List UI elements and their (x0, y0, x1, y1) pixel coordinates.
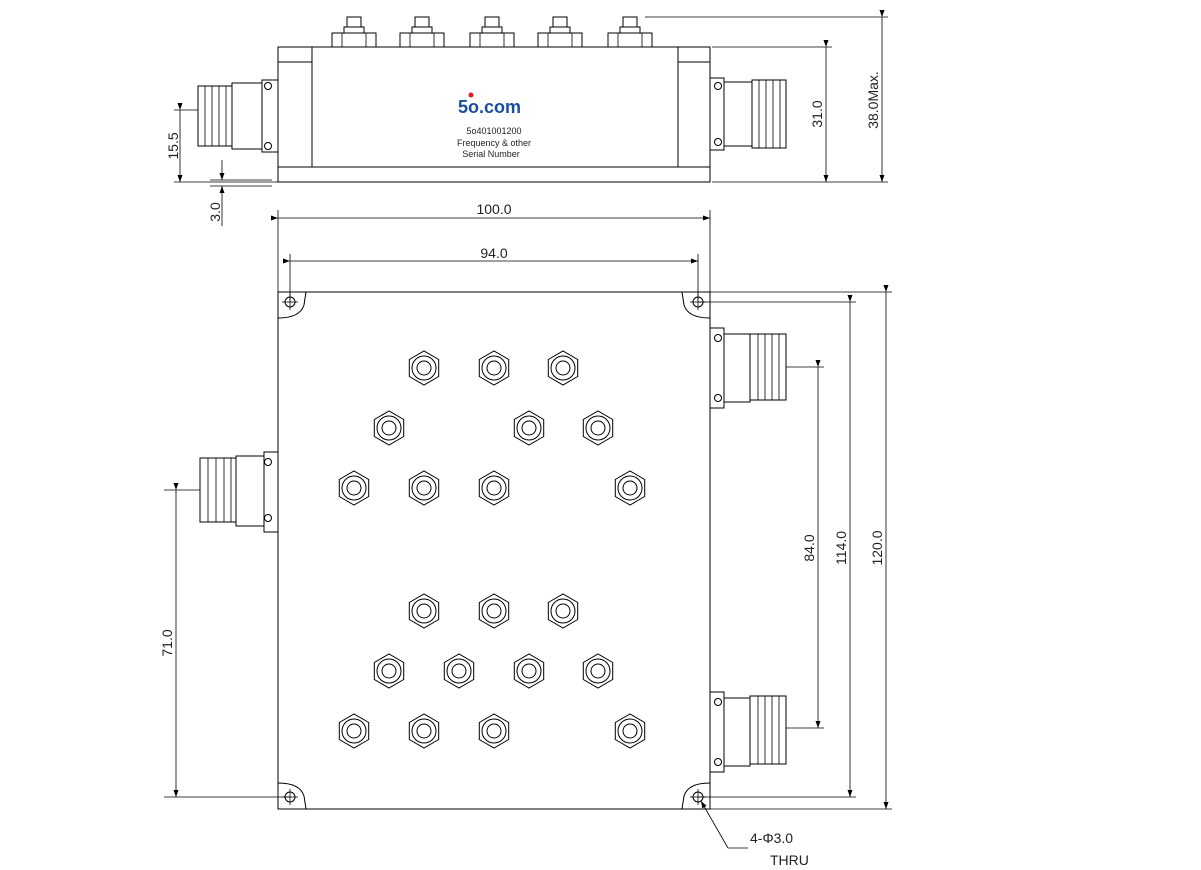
tuning-screw-icon (408, 350, 440, 386)
tuning-screw-icon (478, 593, 510, 629)
hole-type: THRU (770, 852, 809, 868)
tuning-screw-icon (547, 350, 579, 386)
dim-3-0: 3.0 (207, 202, 223, 222)
mounting-holes (282, 294, 706, 805)
input-connector (199, 451, 279, 533)
tuning-screw-icon (469, 16, 515, 48)
side-tuning-screws (331, 16, 653, 48)
dim-120-0: 120.0 (869, 530, 885, 565)
tuning-screw-icon (513, 410, 545, 446)
dim-94-0: 94.0 (480, 245, 507, 261)
top-body (277, 291, 711, 810)
dim-38-0-max: 38.0Max. (865, 71, 881, 129)
dim-71-0: 71.0 (159, 629, 175, 656)
top-view: 100.0 94.0 (159, 201, 892, 868)
tuning-screw-icon (537, 16, 583, 48)
mounting-hole-icon (282, 294, 298, 310)
tuning-screw-icon (478, 470, 510, 506)
tuning-screw-icon (478, 713, 510, 749)
tuning-screw-icon (614, 470, 646, 506)
tuning-screw-icon (373, 653, 405, 689)
tuning-screw-icon (478, 350, 510, 386)
tuning-screw-icon (547, 593, 579, 629)
tuning-screw-icon (582, 653, 614, 689)
hole-spec: 4-Φ3.0 (750, 830, 793, 846)
output-connector-upper (709, 327, 787, 409)
tuning-screw-icon (443, 653, 475, 689)
tuning-screw-icon (338, 470, 370, 506)
dim-15-5: 15.5 (165, 132, 181, 159)
dim-31-0: 31.0 (809, 100, 825, 127)
label-frequency: Frequency & other (457, 138, 531, 148)
tuning-screw-icon (373, 410, 405, 446)
logo-dot (468, 92, 474, 98)
dim-84-0: 84.0 (801, 534, 817, 561)
dim-100-0: 100.0 (476, 201, 511, 217)
tuning-screw-icon (614, 713, 646, 749)
tuning-screw-icon (582, 410, 614, 446)
side-left-connector (197, 79, 279, 153)
tuning-screw-icon (338, 713, 370, 749)
part-number: 5o401001200 (466, 126, 521, 136)
tuning-screw-icon (399, 16, 445, 48)
tuning-screw-icon (408, 593, 440, 629)
tuning-screw-icon (607, 16, 653, 48)
side-view: 5o.com 5o401001200 Frequency & other Ser… (165, 10, 888, 226)
tuning-screw-icon (408, 470, 440, 506)
tuning-screw-icon (408, 713, 440, 749)
label-serial: Serial Number (462, 149, 520, 159)
top-tuning-screws (338, 350, 646, 749)
dim-114-0: 114.0 (833, 531, 849, 565)
output-connector-lower (709, 691, 787, 773)
tuning-screw-icon (331, 16, 377, 48)
side-right-connector (709, 77, 787, 151)
tuning-screw-icon (513, 653, 545, 689)
company-logo: 5o.com (458, 97, 521, 117)
